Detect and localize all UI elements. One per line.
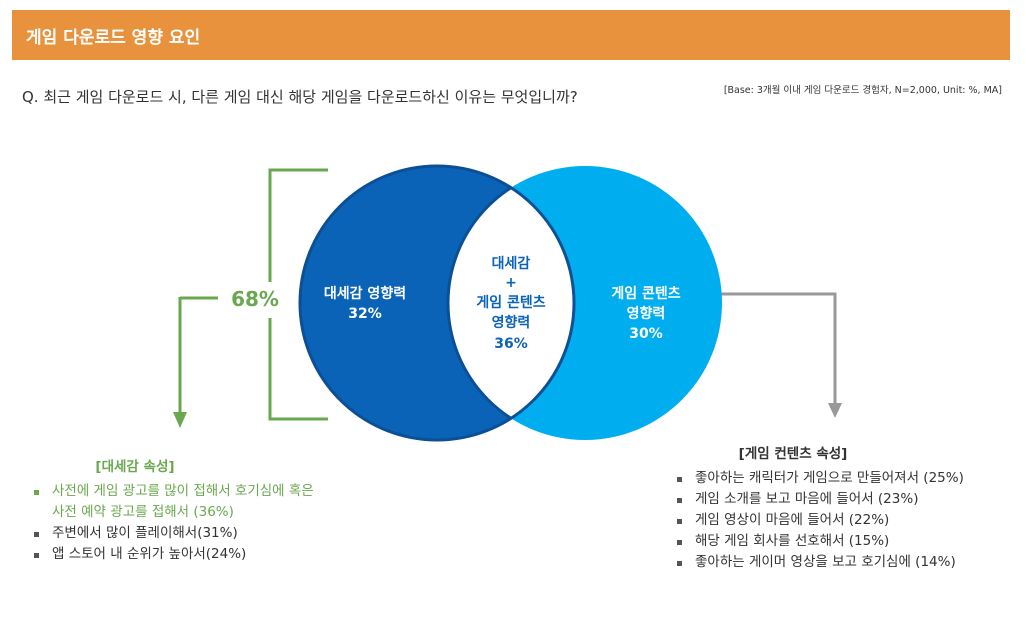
left-attribute-list: [대세감 속성] 사전에 게임 광고를 많이 접해서 호기심에 혹은 사전 예약… bbox=[30, 455, 360, 565]
center-label-3: 영향력 bbox=[492, 314, 531, 331]
list-item-text: 주변에서 많이 플레이해서(31%) bbox=[52, 525, 238, 541]
center-label-2: 게임 콘텐츠 bbox=[476, 294, 545, 311]
center-value: 36% bbox=[494, 336, 528, 352]
survey-question: Q. 최근 게임 다운로드 시, 다른 게임 대신 해당 게임을 다운로드하신 … bbox=[22, 88, 578, 106]
list-item-text: 사전 예약 광고를 접해서 (36%) bbox=[52, 504, 234, 520]
list-item: 좋아하는 캐릭터가 게임으로 만들어져서 (25%) bbox=[673, 468, 1013, 489]
list-item-text: 앱 스토어 내 순위가 높아서(24%) bbox=[52, 546, 247, 562]
green-arrow-head bbox=[173, 412, 187, 428]
list-item-text: 해당 게임 회사를 선호해서 (15%) bbox=[695, 533, 890, 549]
square-bullet-icon bbox=[677, 477, 682, 482]
list-item: 주변에서 많이 플레이해서(31%) bbox=[30, 523, 360, 544]
base-note: [Base: 3개월 이내 게임 다운로드 경험자, N=2,000, Unit… bbox=[723, 85, 1002, 96]
combined-percent: 68% bbox=[231, 287, 279, 311]
right-list-title: [게임 컨텐츠 속성] bbox=[738, 446, 848, 462]
square-bullet-icon bbox=[677, 519, 682, 524]
list-item: 좋아하는 게이머 영상을 보고 호기심에 (14%) bbox=[673, 552, 1013, 573]
gray-arrow-head bbox=[828, 403, 842, 418]
intersection-lens bbox=[448, 166, 574, 440]
center-label-plus: + bbox=[505, 275, 517, 291]
list-item: 게임 소개를 보고 마음에 들어서 (23%) bbox=[673, 489, 1013, 510]
left-list-title: [대세감 속성] bbox=[95, 459, 175, 475]
right-circle-outline bbox=[446, 166, 574, 440]
square-bullet-icon bbox=[34, 490, 39, 495]
left-circle-outline bbox=[298, 164, 576, 442]
square-bullet-icon bbox=[677, 498, 682, 503]
square-bullet-icon bbox=[34, 532, 39, 537]
square-bullet-icon bbox=[34, 553, 39, 558]
right-circle-label-1: 게임 콘텐츠 bbox=[611, 285, 680, 302]
list-item-text: 사전에 게임 광고를 많이 접해서 호기심에 혹은 bbox=[52, 483, 314, 499]
right-circle-label-2: 영향력 bbox=[627, 305, 666, 322]
right-pointer-line bbox=[720, 292, 837, 405]
page-title: 게임 다운로드 영향 요인 bbox=[26, 28, 201, 48]
list-item: 사전에 게임 광고를 많이 접해서 호기심에 혹은 사전 예약 광고를 접해서 … bbox=[30, 481, 360, 523]
list-item-text: 게임 소개를 보고 마음에 들어서 (23%) bbox=[695, 491, 919, 507]
list-item: 앱 스토어 내 순위가 높아서(24%) bbox=[30, 544, 360, 565]
square-bullet-icon bbox=[677, 540, 682, 545]
combined-bracket-bottom bbox=[268, 318, 328, 421]
left-circle-value: 32% bbox=[348, 306, 382, 322]
list-item-text: 좋아하는 게이머 영상을 보고 호기심에 (14%) bbox=[695, 554, 956, 570]
list-item: 게임 영상이 마음에 들어서 (22%) bbox=[673, 510, 1013, 531]
list-item-text: 게임 영상이 마음에 들어서 (22%) bbox=[695, 512, 890, 528]
header-bar: 게임 다운로드 영향 요인 bbox=[12, 10, 1010, 60]
right-attribute-list: [게임 컨텐츠 속성] 좋아하는 캐릭터가 게임으로 만들어져서 (25%) 게… bbox=[673, 442, 1013, 573]
square-bullet-icon bbox=[677, 561, 682, 566]
left-circle-label: 대세감 영향력 bbox=[324, 285, 406, 302]
center-label-1: 대세감 bbox=[492, 255, 531, 272]
list-item: 해당 게임 회사를 선호해서 (15%) bbox=[673, 531, 1013, 552]
list-item-text: 좋아하는 캐릭터가 게임으로 만들어져서 (25%) bbox=[695, 470, 964, 486]
right-circle-value: 30% bbox=[629, 326, 663, 342]
combined-bracket-top bbox=[268, 168, 328, 282]
